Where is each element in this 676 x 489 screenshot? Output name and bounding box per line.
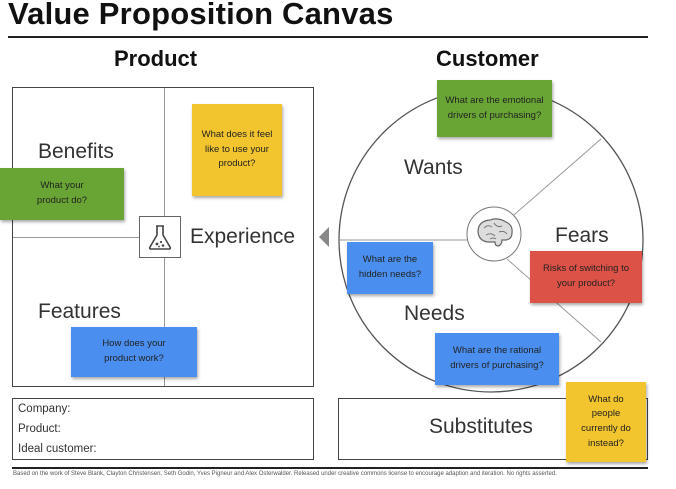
footer-divider [12, 467, 648, 469]
sticky-note-emotional: What are the emotional drivers of purcha… [437, 80, 552, 137]
product-field-label: Product: [18, 423, 61, 435]
sticky-note-rational: What are the rational drivers of purchas… [435, 333, 559, 385]
product-divider-left [13, 237, 139, 238]
info-box [12, 398, 314, 460]
experience-label: Experience [190, 225, 296, 248]
sticky-note-text: How does your product work? [102, 338, 166, 364]
sticky-note-features: How does your product work? [71, 327, 197, 377]
sticky-note-text: What are the rational drivers of purchas… [450, 345, 544, 371]
product-divider-top [164, 88, 165, 224]
sticky-note-text: What are the hidden needs? [358, 254, 422, 280]
sticky-note-fears: Risks of switching to your product? [530, 251, 642, 303]
sticky-note-benefits: What your product do? [0, 168, 124, 220]
needs-label: Needs [404, 302, 465, 325]
sticky-note-text: What do people currently do instead? [581, 393, 631, 449]
sticky-note-text: Risks of switching to your product? [542, 263, 630, 289]
features-label: Features [38, 300, 121, 323]
sticky-note-text: What does it feel like to use your produ… [201, 128, 273, 170]
sticky-note-text: What your product do? [36, 180, 88, 206]
wants-label: Wants [404, 156, 463, 179]
arrow-left-icon [319, 227, 329, 247]
sticky-note-text: What are the emotional drivers of purcha… [445, 94, 544, 121]
fears-label: Fears [555, 224, 609, 247]
substitutes-label: Substitutes [429, 415, 533, 438]
footer-credit: Based on the work of Steve Blank, Clayto… [13, 471, 557, 477]
benefits-label: Benefits [38, 140, 114, 163]
sticky-note-experience: What does it feel like to use your produ… [192, 104, 282, 196]
company-field-label: Company: [18, 403, 71, 415]
product-heading: Product [114, 46, 198, 71]
brain-icon [466, 206, 522, 262]
title-divider [8, 36, 648, 38]
ideal-customer-field-label: Ideal customer: [18, 443, 97, 455]
product-divider-bottom [164, 256, 165, 386]
sticky-note-substitutes: What do people currently do instead? [566, 382, 646, 462]
page-title: Value Proposition Canvas [8, 0, 394, 31]
customer-heading: Customer [436, 46, 539, 71]
sticky-note-hidden-needs: What are the hidden needs? [347, 242, 433, 294]
flask-icon [139, 216, 181, 258]
